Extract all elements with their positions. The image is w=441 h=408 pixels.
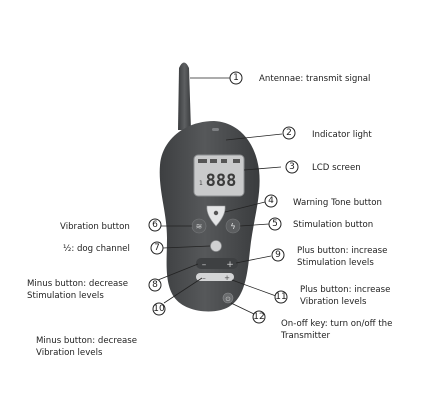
callout-minus-stimulation: 8 Minus button: decrease Stimulation lev… bbox=[27, 278, 162, 301]
svg-text:5: 5 bbox=[272, 219, 278, 229]
lightning-icon: ϟ bbox=[230, 222, 235, 231]
bell-icon bbox=[213, 210, 219, 216]
power-key[interactable] bbox=[222, 292, 234, 304]
plus-stimulation-button[interactable]: + bbox=[226, 260, 234, 270]
callout-plus-stimulation: 9 Plus button: increase Stimulation leve… bbox=[271, 246, 387, 268]
svg-text:1: 1 bbox=[199, 180, 203, 187]
callout-warning-tone: 4 Warning Tone button bbox=[264, 194, 382, 208]
svg-text:7: 7 bbox=[154, 243, 160, 253]
callout-label-line2: Vibration levels bbox=[300, 297, 367, 307]
indicator-light bbox=[212, 128, 219, 131]
callout-label-line2: Vibration levels bbox=[36, 348, 103, 358]
stimulation-level-rocker bbox=[196, 258, 238, 269]
callout-power-key: 12 On-off key: turn on/off the Transmitt… bbox=[252, 310, 392, 341]
callout-lcd-screen: 3 LCD screen bbox=[285, 160, 361, 174]
svg-text:10: 10 bbox=[153, 304, 165, 314]
svg-text:11: 11 bbox=[275, 292, 286, 302]
svg-text:12: 12 bbox=[253, 312, 264, 322]
svg-text:1: 1 bbox=[233, 73, 239, 83]
callout-minus-vibration: 10 Minus button: decrease Vibration leve… bbox=[36, 302, 166, 358]
callout-label: ½: dog channel bbox=[63, 244, 130, 254]
antenna bbox=[178, 62, 191, 130]
vibration-icon: ≋ bbox=[196, 222, 203, 231]
callout-label: Plus button: increase bbox=[300, 285, 390, 295]
callout-label: Minus button: decrease bbox=[36, 336, 137, 346]
callout-dog-channel: 7 ½: dog channel bbox=[63, 241, 164, 255]
callout-plus-vibration: 11 Plus button: increase Vibration level… bbox=[274, 285, 390, 307]
svg-text:2: 2 bbox=[286, 128, 292, 138]
callout-label: Minus button: decrease bbox=[27, 279, 128, 289]
plus-vibration-button[interactable]: + bbox=[224, 274, 230, 282]
callout-label: Vibration button bbox=[60, 222, 130, 232]
callout-label: Stimulation button bbox=[293, 220, 373, 230]
power-icon: ⏻ bbox=[226, 296, 231, 303]
minus-vibration-button[interactable]: – bbox=[202, 274, 206, 282]
transmitter-device: 888 1 ≋ ϟ – + – + ⏻ bbox=[159, 62, 260, 312]
callout-label: Plus button: increase bbox=[297, 246, 387, 256]
vibration-level-rocker bbox=[196, 273, 234, 281]
svg-text:3: 3 bbox=[289, 162, 295, 172]
svg-text:9: 9 bbox=[275, 250, 281, 260]
callout-label: LCD screen bbox=[312, 163, 361, 173]
leader-lines bbox=[157, 77, 283, 315]
minus-stimulation-button[interactable]: – bbox=[202, 260, 207, 270]
callout-label-line2: Transmitter bbox=[280, 331, 330, 341]
lcd-screen: 888 1 bbox=[193, 154, 245, 197]
svg-text:4: 4 bbox=[268, 196, 274, 206]
callout-label: On-off key: turn on/off the bbox=[281, 319, 392, 329]
warning-tone-button[interactable] bbox=[206, 205, 226, 227]
svg-text:6: 6 bbox=[152, 220, 158, 230]
callout-label: Warning Tone button bbox=[293, 198, 382, 208]
callout-indicator-light: 2 Indicator light bbox=[282, 126, 372, 140]
callout-stimulation: 5 Stimulation button bbox=[268, 217, 373, 231]
dog-channel-button[interactable] bbox=[210, 240, 222, 252]
callout-antenna: 1 Antennae: transmit signal bbox=[229, 71, 370, 85]
callout-label: Indicator light bbox=[312, 130, 372, 140]
lcd-digits: 888 bbox=[206, 171, 237, 191]
callout-label-line2: Stimulation levels bbox=[27, 291, 104, 301]
svg-text:8: 8 bbox=[152, 280, 158, 290]
callout-vibration: 6 Vibration button bbox=[60, 218, 162, 232]
callout-label: Antennae: transmit signal bbox=[259, 74, 370, 84]
callout-label-line2: Stimulation levels bbox=[297, 258, 374, 268]
